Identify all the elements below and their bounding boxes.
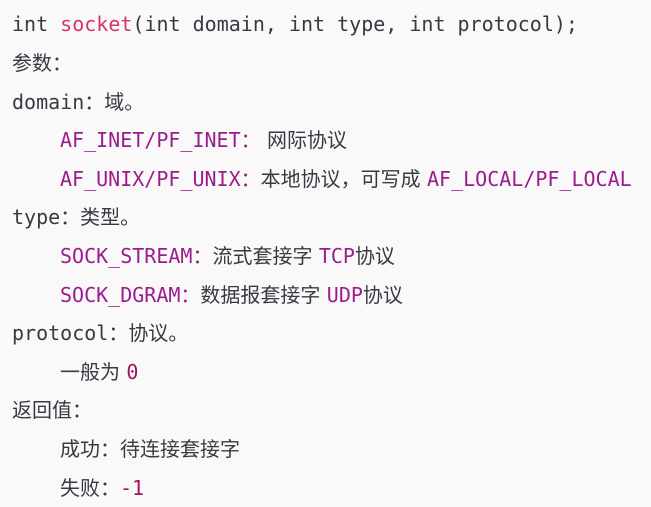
domain-item-code: AF_UNIX/PF_UNIX： xyxy=(60,166,261,191)
type-label: type：类型。 xyxy=(12,198,648,237)
type-item-desc: 流式套接字 xyxy=(212,243,319,268)
protocol-label: protocol：协议。 xyxy=(12,314,648,353)
returns-success: 成功：待连接套接字 xyxy=(60,436,240,461)
returns-fail-label: 失败： xyxy=(60,475,120,500)
domain-item-code: AF_INET/PF_INET： xyxy=(60,128,261,153)
type-label-text: type：类型。 xyxy=(12,205,141,230)
domain-item-alias: AF_LOCAL/PF_LOCAL xyxy=(426,166,632,191)
type-item-dgram: SOCK_DGRAM：数据报套接字 UDP协议 xyxy=(12,276,648,315)
type-item-stream: SOCK_STREAM：流式套接字 TCP协议 xyxy=(12,237,648,276)
protocol-label-text: protocol：协议。 xyxy=(12,321,189,346)
code-doc: int socket(int domain, int type, int pro… xyxy=(12,0,648,507)
function-signature: int socket(int domain, int type, int pro… xyxy=(12,0,648,44)
return-type: int xyxy=(12,12,49,36)
domain-item-inet: AF_INET/PF_INET： 网际协议 xyxy=(12,121,648,160)
returns-heading: 返回值： xyxy=(12,398,92,423)
returns-fail-value: -1 xyxy=(120,475,145,500)
type-item-code: SOCK_DGRAM： xyxy=(60,282,201,307)
domain-item-unix: AF_UNIX/PF_UNIX：本地协议，可写成 AF_LOCAL/PF_LOC… xyxy=(12,160,648,199)
protocol-note: 一般为 0 xyxy=(12,353,648,392)
returns-fail: 失败：-1 xyxy=(12,469,648,507)
type-item-suffix: 协议 xyxy=(362,282,403,307)
params-heading: 参数： xyxy=(12,51,72,75)
type-item-suffix: 协议 xyxy=(354,243,395,268)
type-item-protocol: TCP xyxy=(318,243,355,268)
domain-item-desc: 网际协议 xyxy=(260,128,347,153)
type-item-code: SOCK_STREAM： xyxy=(60,243,213,268)
type-item-protocol: UDP xyxy=(326,282,363,307)
function-params: (int domain, int type, int protocol); xyxy=(132,12,578,36)
domain-item-desc: 本地协议，可写成 xyxy=(260,166,427,191)
protocol-value: 0 xyxy=(126,359,139,384)
function-name: socket xyxy=(60,12,133,36)
type-item-desc: 数据报套接字 xyxy=(200,282,327,307)
protocol-note-text: 一般为 xyxy=(60,359,127,384)
domain-label: domain：域。 xyxy=(12,83,648,122)
domain-label-text: domain：域。 xyxy=(12,89,145,114)
